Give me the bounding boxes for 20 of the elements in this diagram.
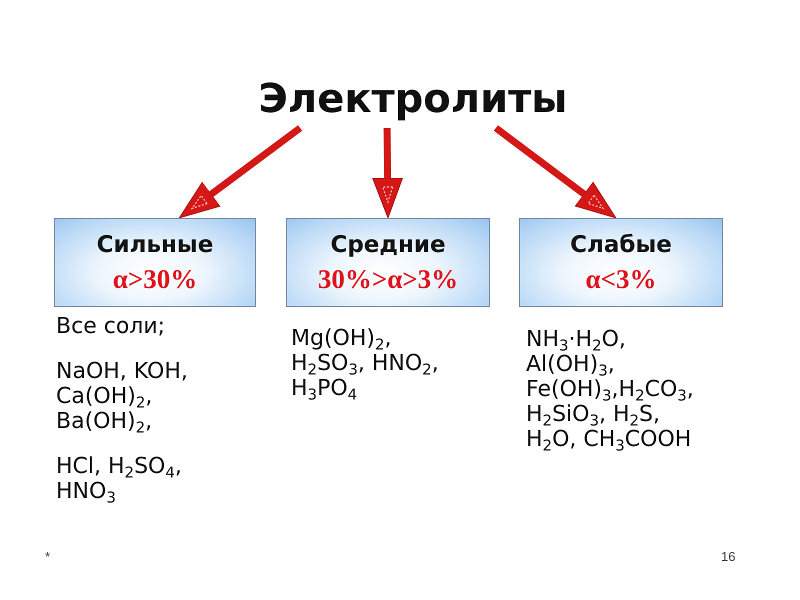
threshold-value: α<3%: [586, 263, 656, 295]
threshold-value: α>30%: [112, 263, 198, 295]
threshold-value: 30%>α>3%: [318, 263, 458, 295]
category-name: Слабые: [570, 231, 672, 260]
compound-list: NaOH, KOH, Ca(OH)$_{2}$, Ba(OH)$_{2}$,: [56, 359, 246, 434]
compound-list: NH$_{3}$·H$_{2}$O, Al(OH)$_{3}$, Fe(OH)$_{3}$,H$_{2}$CO$_{3}$, H$_{2}$SiO$_{3}$, H$_{2}$S, H$_{2}$O, CH$_{3}$COOH: [526, 327, 711, 452]
category-box: [54, 218, 256, 307]
footnote-mark: *: [45, 549, 50, 565]
category-name: Средние: [330, 231, 446, 260]
compound-list: Все соли;: [56, 314, 246, 339]
category-box: [519, 218, 723, 307]
arrow: [178, 125, 302, 219]
compound-list: HCl, H$_{2}$SO$_{4}$, HNO$_{3}$: [56, 454, 246, 504]
page-number: 16: [721, 549, 736, 565]
heading: Электролиты: [228, 70, 598, 128]
arrow: [494, 125, 616, 219]
category-box: [286, 218, 490, 307]
arrow: [372, 128, 404, 219]
category-name: Сильные: [96, 231, 214, 260]
compound-list: Mg(OH)$_{2}$, H$_{2}$SO$_{3}$, HNO$_{2}$, H$_{3}$PO$_{4}$: [291, 326, 466, 401]
